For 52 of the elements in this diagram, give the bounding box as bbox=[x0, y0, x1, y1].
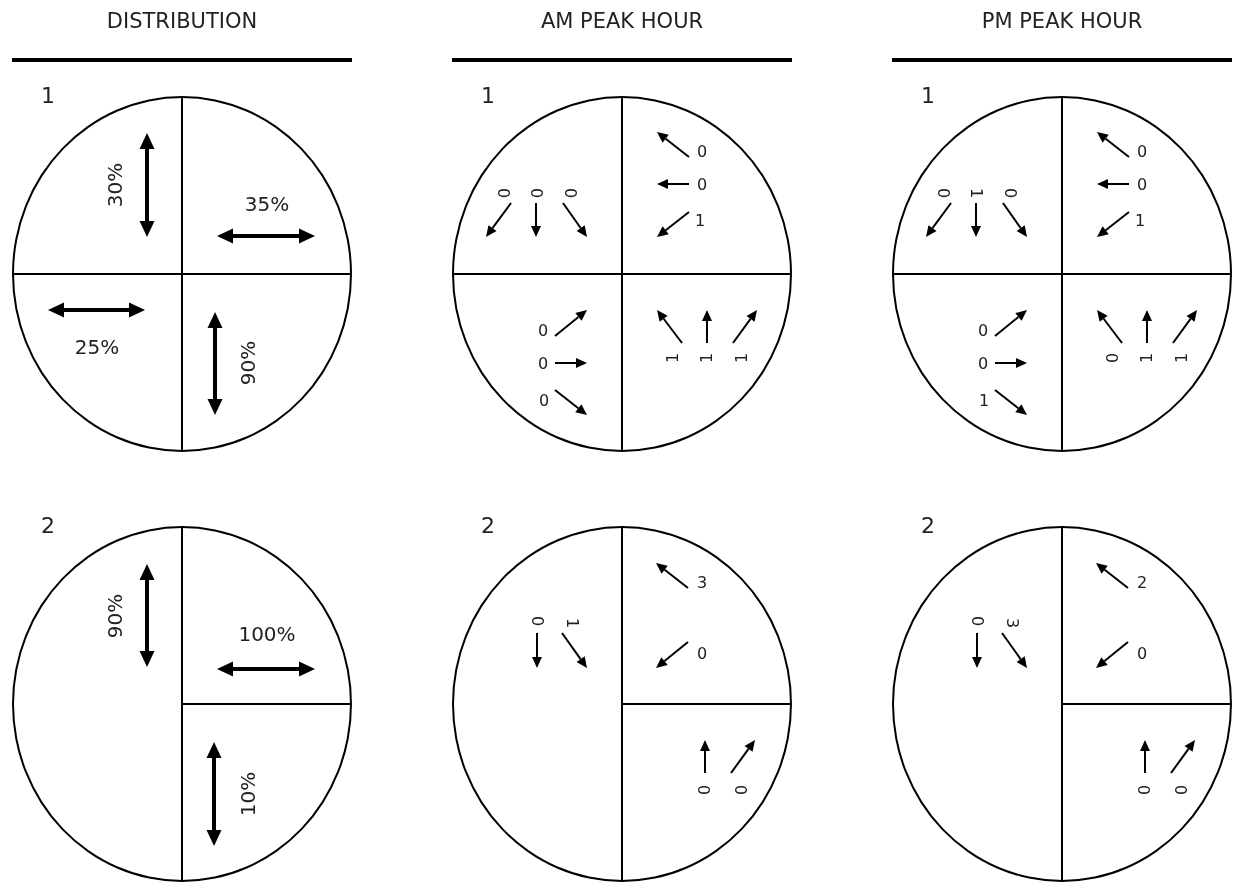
volume-label: 0 bbox=[562, 187, 578, 199]
intersection-number: 1 bbox=[921, 85, 935, 107]
percentage-label: 90% bbox=[238, 340, 258, 386]
volume-label: 0 bbox=[969, 615, 985, 627]
percentage-label: 10% bbox=[238, 771, 258, 817]
volume-label: 0 bbox=[977, 323, 989, 339]
volume-label: 1 bbox=[1174, 352, 1190, 364]
volume-label: 0 bbox=[935, 187, 951, 199]
volume-label: 0 bbox=[734, 784, 750, 796]
volume-label: 0 bbox=[1002, 187, 1018, 199]
percentage-label: 25% bbox=[74, 337, 120, 357]
intersection-number: 2 bbox=[921, 515, 935, 537]
volume-label: 0 bbox=[977, 356, 989, 372]
volume-label: 0 bbox=[1174, 784, 1190, 796]
volume-label: 1 bbox=[694, 213, 706, 229]
volume-label: 0 bbox=[1105, 352, 1121, 364]
volume-label: 0 bbox=[537, 323, 549, 339]
volume-label: 1 bbox=[564, 617, 580, 629]
volume-label: 1 bbox=[699, 352, 715, 364]
intersection-number: 2 bbox=[41, 515, 55, 537]
volume-label: 0 bbox=[1136, 144, 1148, 160]
volume-label: 0 bbox=[495, 187, 511, 199]
column-heading: DISTRIBUTION bbox=[105, 11, 259, 32]
intersection-number: 1 bbox=[41, 85, 55, 107]
volume-label: 1 bbox=[665, 352, 681, 364]
percentage-label: 100% bbox=[238, 624, 296, 644]
volume-label: 0 bbox=[529, 615, 545, 627]
volume-label: 0 bbox=[1136, 646, 1148, 662]
volume-label: 3 bbox=[696, 575, 708, 591]
volume-label: 0 bbox=[1137, 784, 1153, 796]
percentage-label: 35% bbox=[244, 194, 290, 214]
volume-label: 0 bbox=[538, 393, 550, 409]
volume-label: 0 bbox=[528, 187, 544, 199]
volume-label: 0 bbox=[697, 784, 713, 796]
column-heading: PM PEAK HOUR bbox=[980, 11, 1144, 32]
volume-label: 1 bbox=[1134, 213, 1146, 229]
volume-label: 1 bbox=[968, 187, 984, 199]
volume-label: 0 bbox=[696, 144, 708, 160]
volume-label: 0 bbox=[696, 177, 708, 193]
volume-label: 1 bbox=[978, 393, 990, 409]
volume-label: 0 bbox=[1136, 177, 1148, 193]
volume-label: 0 bbox=[537, 356, 549, 372]
percentage-label: 90% bbox=[105, 593, 125, 639]
volume-label: 1 bbox=[734, 352, 750, 364]
intersection-number: 2 bbox=[481, 515, 495, 537]
percentage-label: 30% bbox=[105, 162, 125, 208]
volume-label: 3 bbox=[1004, 617, 1020, 629]
volume-label: 2 bbox=[1136, 575, 1148, 591]
volume-label: 1 bbox=[1139, 352, 1155, 364]
intersection-number: 1 bbox=[481, 85, 495, 107]
column-heading: AM PEAK HOUR bbox=[539, 11, 705, 32]
volume-label: 0 bbox=[696, 646, 708, 662]
